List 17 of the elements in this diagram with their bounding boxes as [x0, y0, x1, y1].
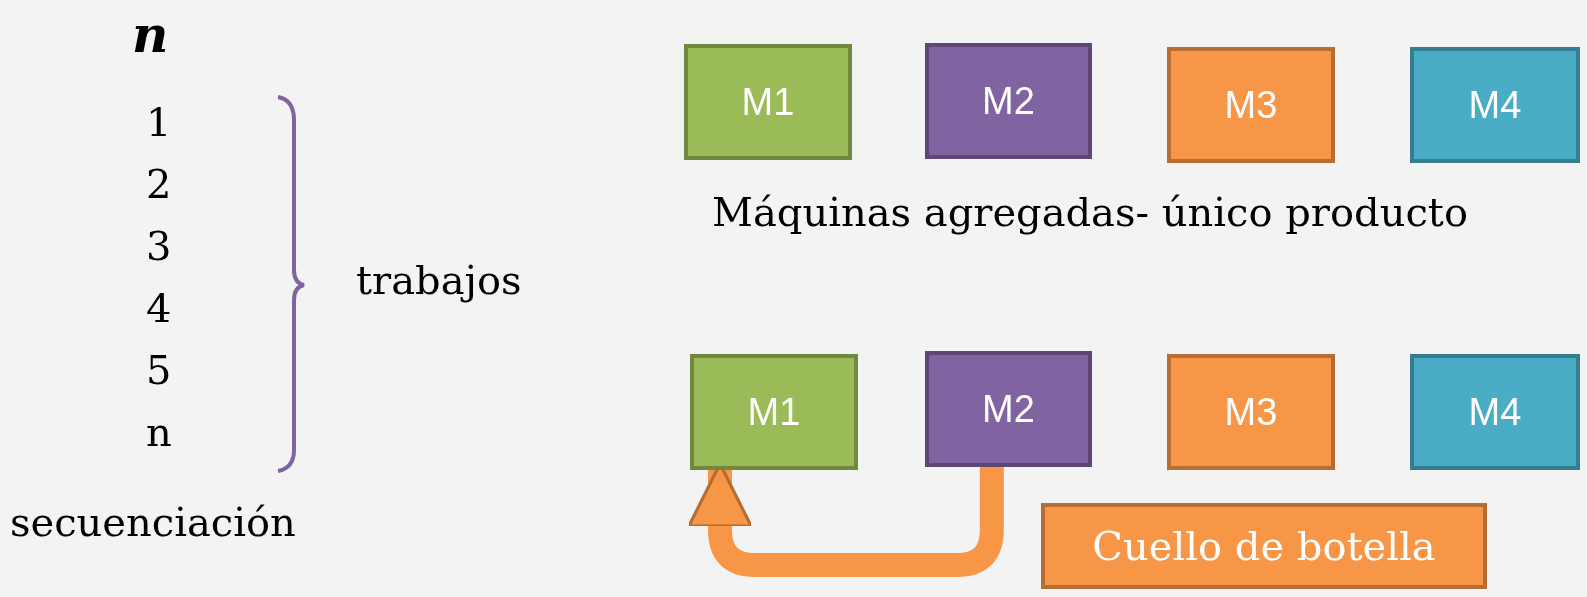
bottleneck-box: Cuello de botella — [1041, 503, 1487, 589]
caption-text: secuenciación — [10, 502, 296, 542]
job-number: 4 — [146, 288, 172, 328]
job-number: n — [146, 412, 172, 452]
machine-box: M4 — [1410, 354, 1580, 470]
job-number: 3 — [146, 226, 172, 266]
job-number: 1 — [146, 102, 172, 142]
job-number: 5 — [146, 350, 172, 390]
machine-box: M2 — [925, 43, 1092, 159]
machine-box: M4 — [1410, 47, 1580, 163]
machine-box: M2 — [925, 351, 1092, 467]
machine-box: M3 — [1167, 354, 1335, 470]
variable-heading: n — [132, 10, 169, 60]
machine-box: M3 — [1167, 47, 1335, 163]
machine-box: M1 — [690, 354, 858, 470]
job-number: 2 — [146, 164, 172, 204]
machine-box: M1 — [684, 44, 852, 160]
